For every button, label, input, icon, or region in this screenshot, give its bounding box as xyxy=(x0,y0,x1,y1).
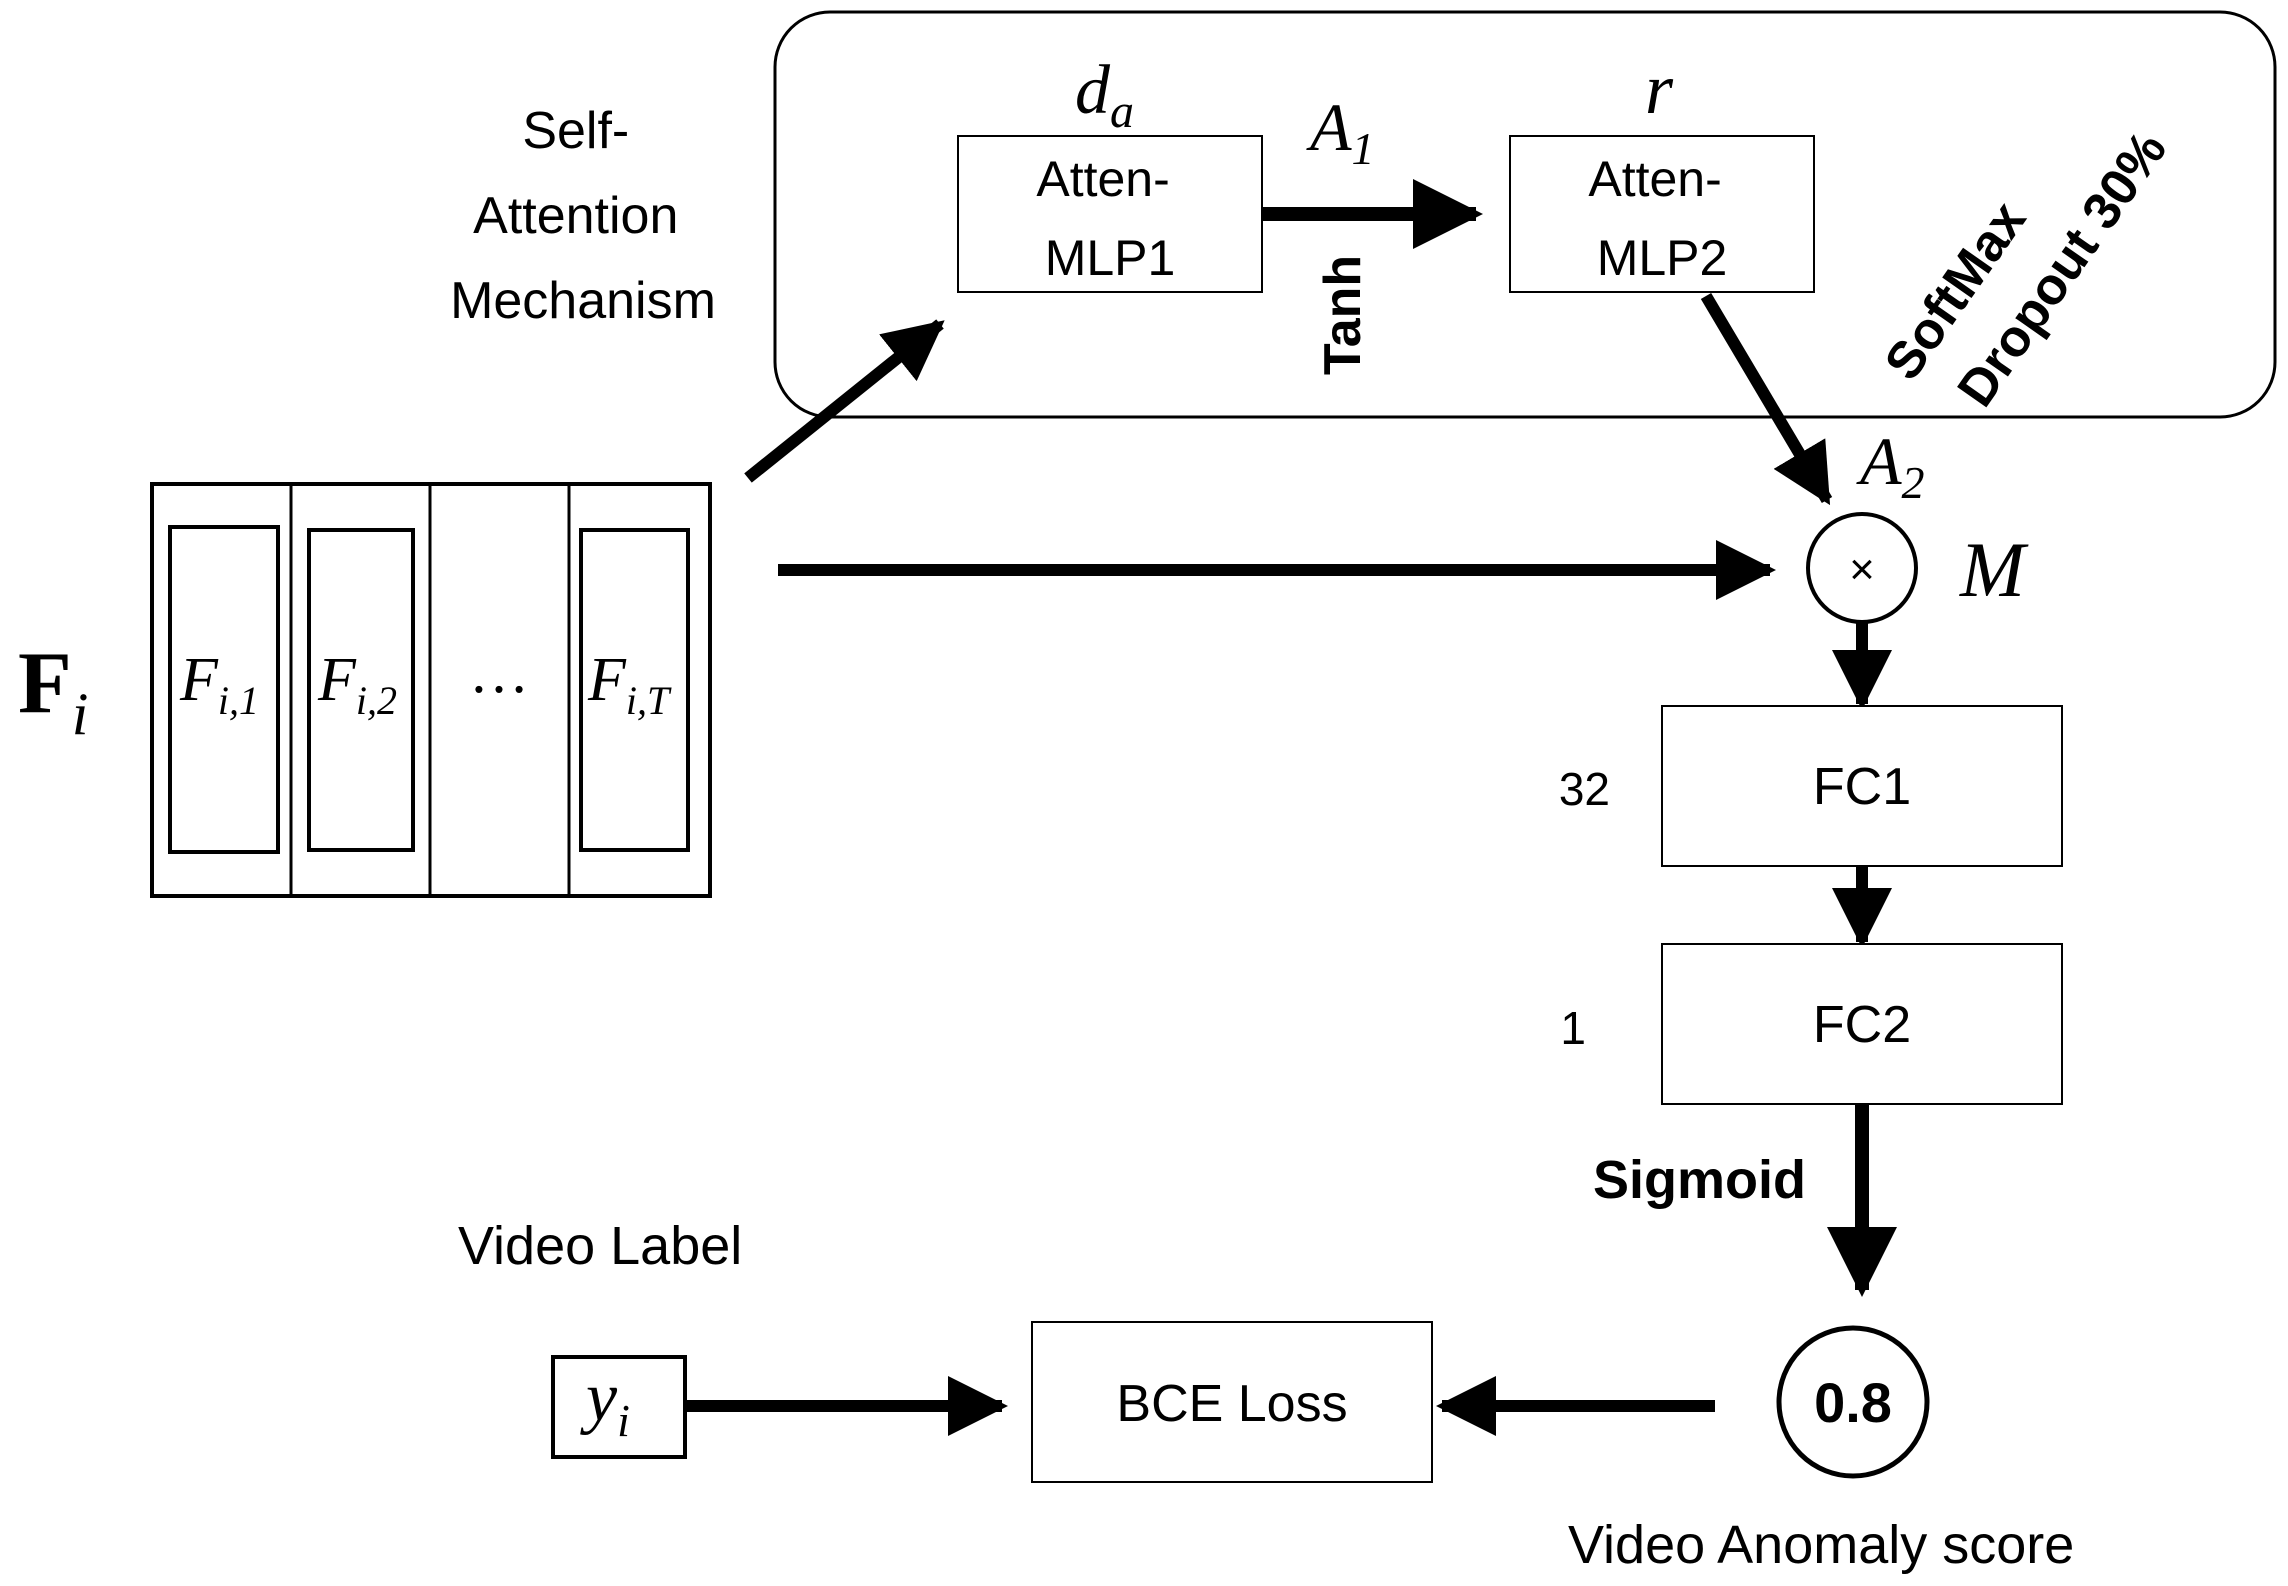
a2-arrow xyxy=(1700,292,1833,506)
video-label-box: yi xyxy=(551,1355,687,1459)
svg-text:Atten- MLP2: Atten- MLP2 xyxy=(1588,151,1735,286)
svg-text:…: … xyxy=(469,639,529,705)
fc1-size-label: 32 xyxy=(1559,763,1610,815)
score-node: 0.8 xyxy=(1776,1325,1930,1479)
a2-label: A2 xyxy=(1856,423,1925,508)
da-label: da xyxy=(1075,52,1134,138)
svg-text:yi: yi xyxy=(580,1359,630,1446)
svg-text:Fi,1: Fi,1 xyxy=(179,646,259,723)
m-label: M xyxy=(1959,526,2029,613)
feature-cell: … xyxy=(469,639,529,705)
svg-text:Atten- MLP1: Atten- MLP1 xyxy=(1036,151,1183,286)
svg-text:0.8: 0.8 xyxy=(1814,1371,1892,1434)
atten-mlp1-box: Atten- MLP1 xyxy=(957,135,1263,293)
multiply-node: × xyxy=(1806,512,1918,624)
feature-matrix xyxy=(150,482,712,898)
attention-container xyxy=(773,10,2277,419)
features-label: Fi xyxy=(18,635,88,747)
feature-cell: Fi,2 xyxy=(307,528,415,852)
bce-loss-box: BCE Loss xyxy=(1031,1321,1433,1483)
svg-text:Fi,2: Fi,2 xyxy=(317,646,397,723)
tanh-label: Tanh xyxy=(1314,255,1372,375)
features-to-mlp1-arrow xyxy=(744,319,945,483)
atten-mlp2-box: Atten- MLP2 xyxy=(1509,135,1815,293)
sigmoid-label: Sigmoid xyxy=(1593,1150,1806,1210)
svg-text:Fi,T: Fi,T xyxy=(587,646,672,723)
fc2-size-label: 1 xyxy=(1560,1002,1586,1054)
r-label: r xyxy=(1645,49,1674,129)
fc1-box: FC1 xyxy=(1661,705,2063,867)
feature-cell: Fi,1 xyxy=(168,525,280,854)
feature-cell: Fi,T xyxy=(579,528,690,852)
attention-title: Self- Attention Mechanism xyxy=(450,102,716,330)
svg-text:×: × xyxy=(1849,545,1875,594)
fc2-box: FC2 xyxy=(1661,943,2063,1105)
score-caption: Video Anomaly score xyxy=(1568,1515,2074,1575)
a1-label: A1 xyxy=(1306,89,1375,174)
svg-text:FC2: FC2 xyxy=(1813,996,1911,1054)
svg-text:BCE Loss: BCE Loss xyxy=(1116,1375,1347,1433)
video-label-title: Video Label xyxy=(458,1216,742,1276)
svg-text:FC1: FC1 xyxy=(1813,758,1911,816)
